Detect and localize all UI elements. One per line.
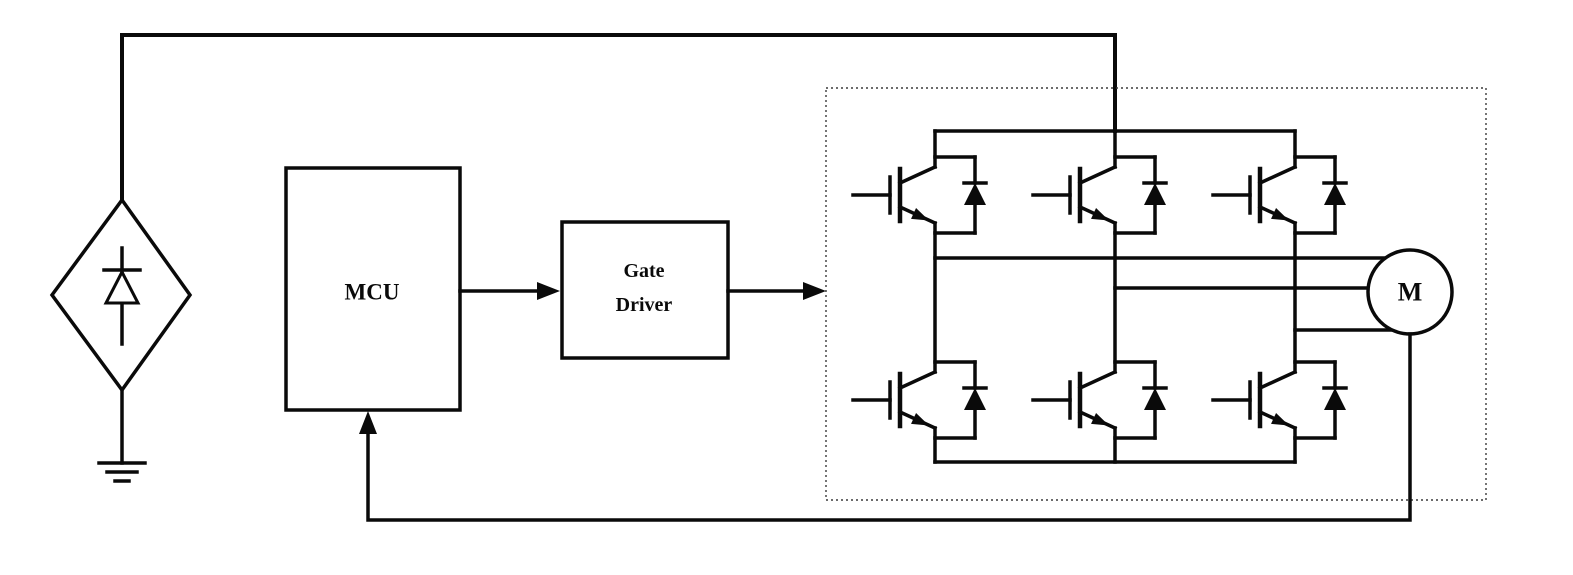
mcu-block: MCU [284,166,462,412]
feedback-path [359,332,1412,522]
gate-driver-label-line1: Gate [623,260,664,282]
arrowhead [803,282,826,300]
dc-feed-wire [120,33,1117,202]
motor: M [1366,248,1454,336]
inverter-outline [825,87,1487,501]
dc-source [49,197,193,483]
ground-icon [97,388,147,483]
gate-driver-to-inverter-arrow [726,282,826,300]
arrowhead [359,411,377,434]
diode-icon [102,246,142,346]
igbt-bottom-a-icon [853,362,986,438]
mcu-to-gate-driver-arrow [458,282,560,300]
igbt-top-c-icon [1213,157,1346,233]
igbt-bottom-c-icon [1213,362,1346,438]
mcu-label: MCU [345,280,400,305]
igbt-top-a-icon [853,157,986,233]
inverter-bridge [825,87,1487,501]
motor-label: M [1398,278,1423,307]
igbt-top-b-icon [1033,157,1166,233]
igbt-bottom-b-icon [1033,362,1166,438]
arrowhead [537,282,560,300]
gate-driver-block: Gate Driver [560,220,730,360]
gate-driver-label-line2: Driver [616,294,673,316]
